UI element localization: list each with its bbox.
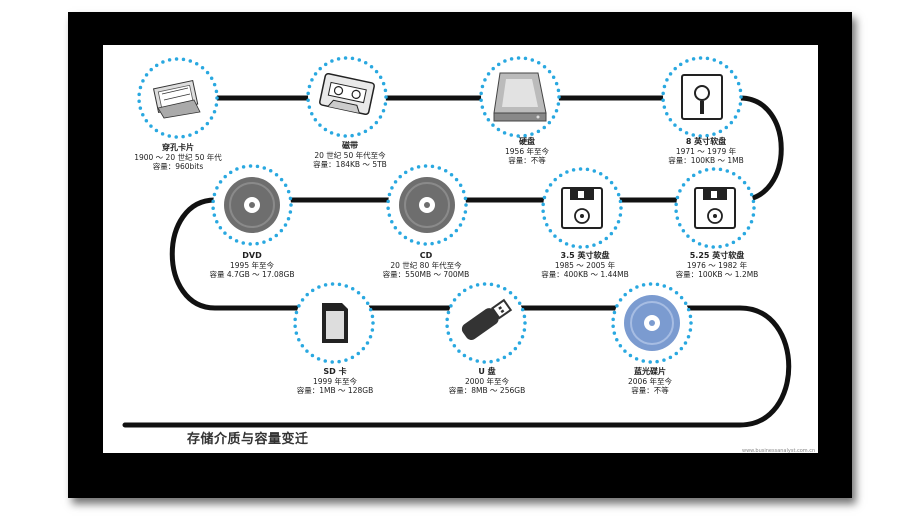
node-year: 1971 ～ 1979 年 <box>675 146 737 156</box>
node-capacity: 容量：100KB ～ 1MB <box>668 156 744 165</box>
node-name: 5.25 英寸软盘 <box>689 251 745 260</box>
punch-card-icon <box>152 79 201 119</box>
node-floppy35-ring <box>541 167 623 249</box>
node-capacity: 容量：不等 <box>508 156 546 165</box>
cassette-icon <box>319 72 375 116</box>
node-year: 1900 ～ 20 世纪 50 年代 <box>134 152 222 162</box>
node-capacity: 容量：100KB ～ 1.2MB <box>675 270 759 279</box>
node-tape-label: 磁带 20 世纪 50 年代至今 容量：184KB ～ 5TB <box>270 141 430 170</box>
sd-card-icon <box>322 303 348 343</box>
node-name: 穿孔卡片 <box>162 143 194 152</box>
node-year: 20 世纪 80 年代至今 <box>390 260 462 270</box>
floppy-8-icon <box>681 74 723 120</box>
bluray-icon <box>624 295 680 351</box>
node-hdd-label: 硬盘 1956 年至今 容量：不等 <box>447 137 607 166</box>
node-name: SD 卡 <box>323 367 347 376</box>
floppy-525-icon <box>694 187 736 229</box>
node-cd-label: CD 20 世纪 80 年代至今 容量：550MB ～ 700MB <box>346 251 506 280</box>
node-usb-label: U 盘 2000 年至今 容量：8MB ～ 256GB <box>407 367 567 396</box>
node-name: U 盘 <box>478 367 496 376</box>
node-year: 1999 年至今 <box>313 376 357 386</box>
node-capacity: 容量：400KB ～ 1.44MB <box>541 270 629 279</box>
node-usb-ring <box>445 282 527 364</box>
node-sd-label: SD 卡 1999 年至今 容量：1MB ～ 128GB <box>255 367 415 396</box>
node-year: 1985 ～ 2005 年 <box>554 260 616 270</box>
node-floppy8-label: 8 英寸软盘 1971 ～ 1979 年 容量：100KB ～ 1MB <box>626 137 786 166</box>
node-year: 1956 年至今 <box>505 146 549 156</box>
node-capacity: 容量：960bits <box>152 162 204 171</box>
node-dvd-ring <box>211 164 293 246</box>
node-year: 2006 年至今 <box>628 376 672 386</box>
node-name: 磁带 <box>342 141 358 150</box>
watermark: www.businessanalyst.com.cn <box>742 448 816 454</box>
node-capacity: 容量：1MB ～ 128GB <box>296 386 374 395</box>
node-capacity: 容量：184KB ～ 5TB <box>313 160 387 169</box>
node-floppy525-ring <box>674 167 756 249</box>
node-year: 1976 ～ 1982 年 <box>686 260 748 270</box>
hard-disk-icon <box>493 72 547 122</box>
node-hdd-ring <box>479 56 561 138</box>
node-year: 1995 年至今 <box>230 260 274 270</box>
node-punch-card-label: 穿孔卡片 1900 ～ 20 世纪 50 年代 容量：960bits <box>98 143 258 172</box>
node-punch-card-ring <box>137 57 219 139</box>
node-capacity: 容量：不等 <box>631 386 669 395</box>
node-tape-ring <box>306 56 388 138</box>
diagram-title: 存储介质与容量变迁 <box>187 432 309 447</box>
node-bluray-label: 蓝光碟片 2006 年至今 容量：不等 <box>570 367 730 396</box>
node-floppy35-label: 3.5 英寸软盘 1985 ～ 2005 年 容量：400KB ～ 1.44MB <box>505 251 665 280</box>
node-floppy525-label: 5.25 英寸软盘 1976 ～ 1982 年 容量：100KB ～ 1.2MB <box>637 251 797 280</box>
node-name: 8 英寸软盘 <box>685 137 727 146</box>
dvd-icon <box>224 177 280 233</box>
node-sd-ring <box>293 282 375 364</box>
timeline-track <box>122 95 792 428</box>
node-name: CD <box>419 251 433 260</box>
cd-icon <box>399 177 455 233</box>
node-capacity: 容量：8MB ～ 256GB <box>448 386 526 395</box>
node-year: 2000 年至今 <box>465 376 509 386</box>
node-dvd-label: DVD 1995 年至今 容量 4.7GB ～ 17.08GB <box>172 251 332 280</box>
floppy-35-icon <box>561 187 603 229</box>
node-name: 蓝光碟片 <box>634 367 666 376</box>
node-name: 3.5 英寸软盘 <box>560 251 610 260</box>
node-year: 20 世纪 50 年代至今 <box>314 150 386 160</box>
node-capacity: 容量 4.7GB ～ 17.08GB <box>209 270 295 279</box>
node-bluray-ring <box>611 282 693 364</box>
node-cd-ring <box>386 164 468 246</box>
node-name: 硬盘 <box>519 137 535 146</box>
node-capacity: 容量：550MB ～ 700MB <box>382 270 470 279</box>
node-name: DVD <box>242 251 262 260</box>
usb-drive-icon <box>461 298 513 340</box>
node-floppy8-ring <box>661 56 743 138</box>
